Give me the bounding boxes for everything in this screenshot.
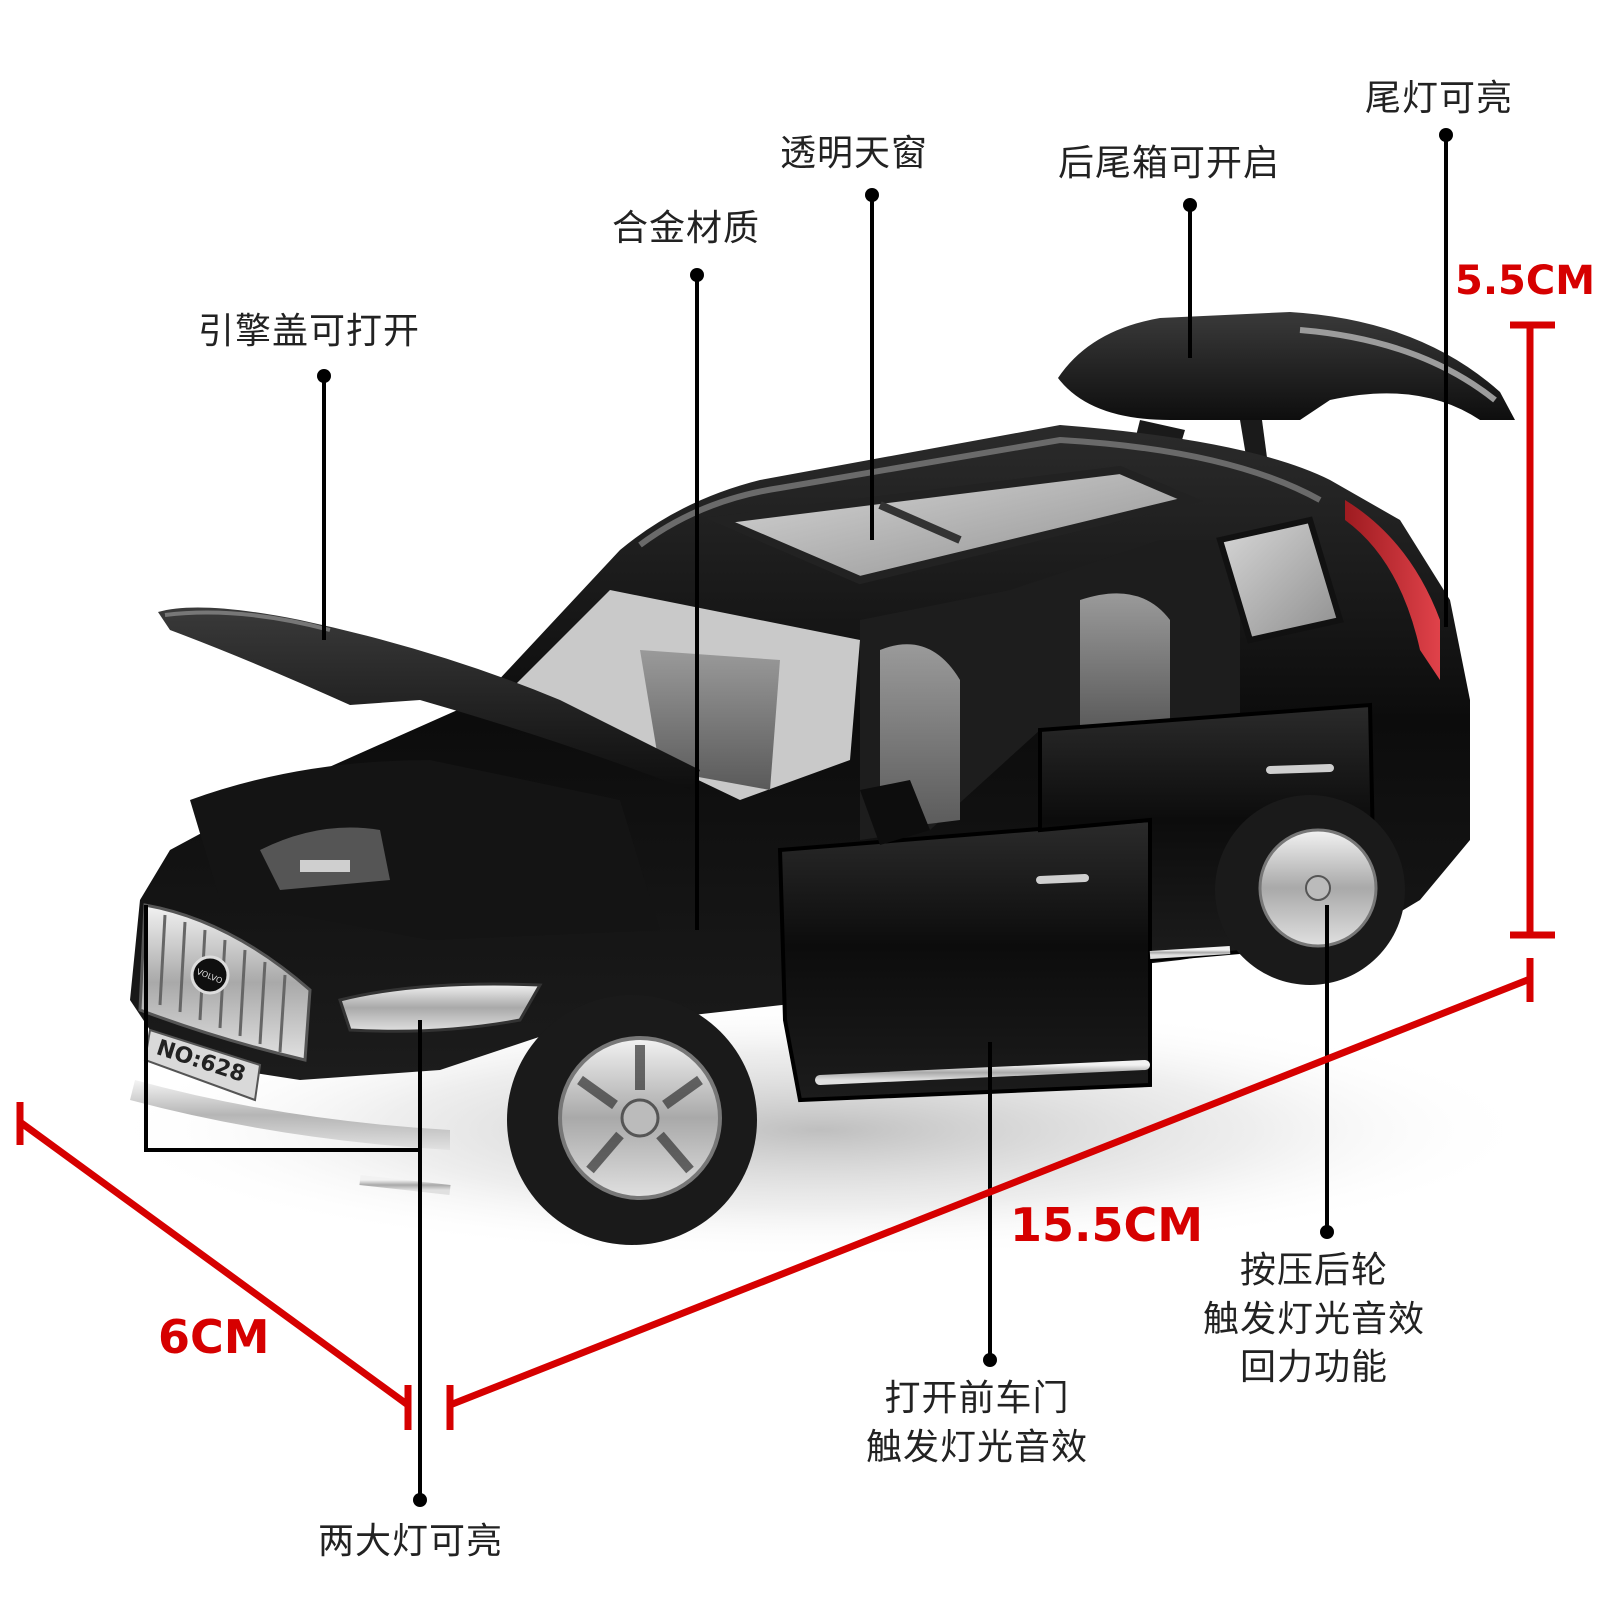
callout-front-door: 打开前车门 触发灯光音效 [866,1375,1088,1472]
height-dimension-label: 5.5CM [1455,258,1596,304]
front-wheel [507,995,757,1245]
callout-text: 引擎盖可打开 [198,311,421,352]
callout-sunroof: 透明天窗 [780,130,928,179]
taillight [1345,500,1440,680]
width-dimension-label: 6CM [158,1310,270,1364]
callout-headlights: 两大灯可亮 [318,1518,503,1567]
callout-text-line-1: 按压后轮 [1240,1250,1389,1291]
callout-text: 后尾箱可开启 [1058,143,1281,184]
width-dimension-line [17,1119,411,1408]
badge [190,955,230,995]
length-dimension-line [448,975,1532,1409]
callout-alloy-material: 合金材质 [612,205,760,254]
callout-text-line-3: 回力功能 [1240,1347,1389,1389]
callout-text: 合金材质 [612,208,761,249]
leader-dots [317,128,1453,1507]
length-dimension-label: 15.5CM [1010,1198,1204,1252]
callout-text-line-1: 打开前车门 [884,1378,1070,1419]
dimension-lines [16,321,1555,1430]
front-seat [640,650,780,790]
callout-trunk: 后尾箱可开启 [1058,140,1280,189]
headlight [338,982,543,1033]
ground-shadow [100,1000,1540,1260]
callout-taillight: 尾灯可亮 [1365,75,1513,124]
callout-text-line-2: 触发灯光音效 [1203,1298,1426,1340]
callout-text: 两大灯可亮 [318,1521,504,1562]
sunroof-glass [704,465,1203,585]
front-door-open [777,780,1152,1103]
callout-rear-wheel: 按压后轮 触发灯光音效 回力功能 [1203,1247,1425,1393]
callout-hood: 引擎盖可打开 [198,308,420,357]
leader-lines [144,135,1448,1500]
callout-text: 尾灯可亮 [1365,78,1514,119]
side-mirror [860,780,930,845]
rear-wheel [1215,795,1405,985]
callout-text: 透明天窗 [780,133,929,174]
callout-text-line-2: 触发灯光音效 [866,1426,1089,1468]
hood-open [158,607,700,940]
